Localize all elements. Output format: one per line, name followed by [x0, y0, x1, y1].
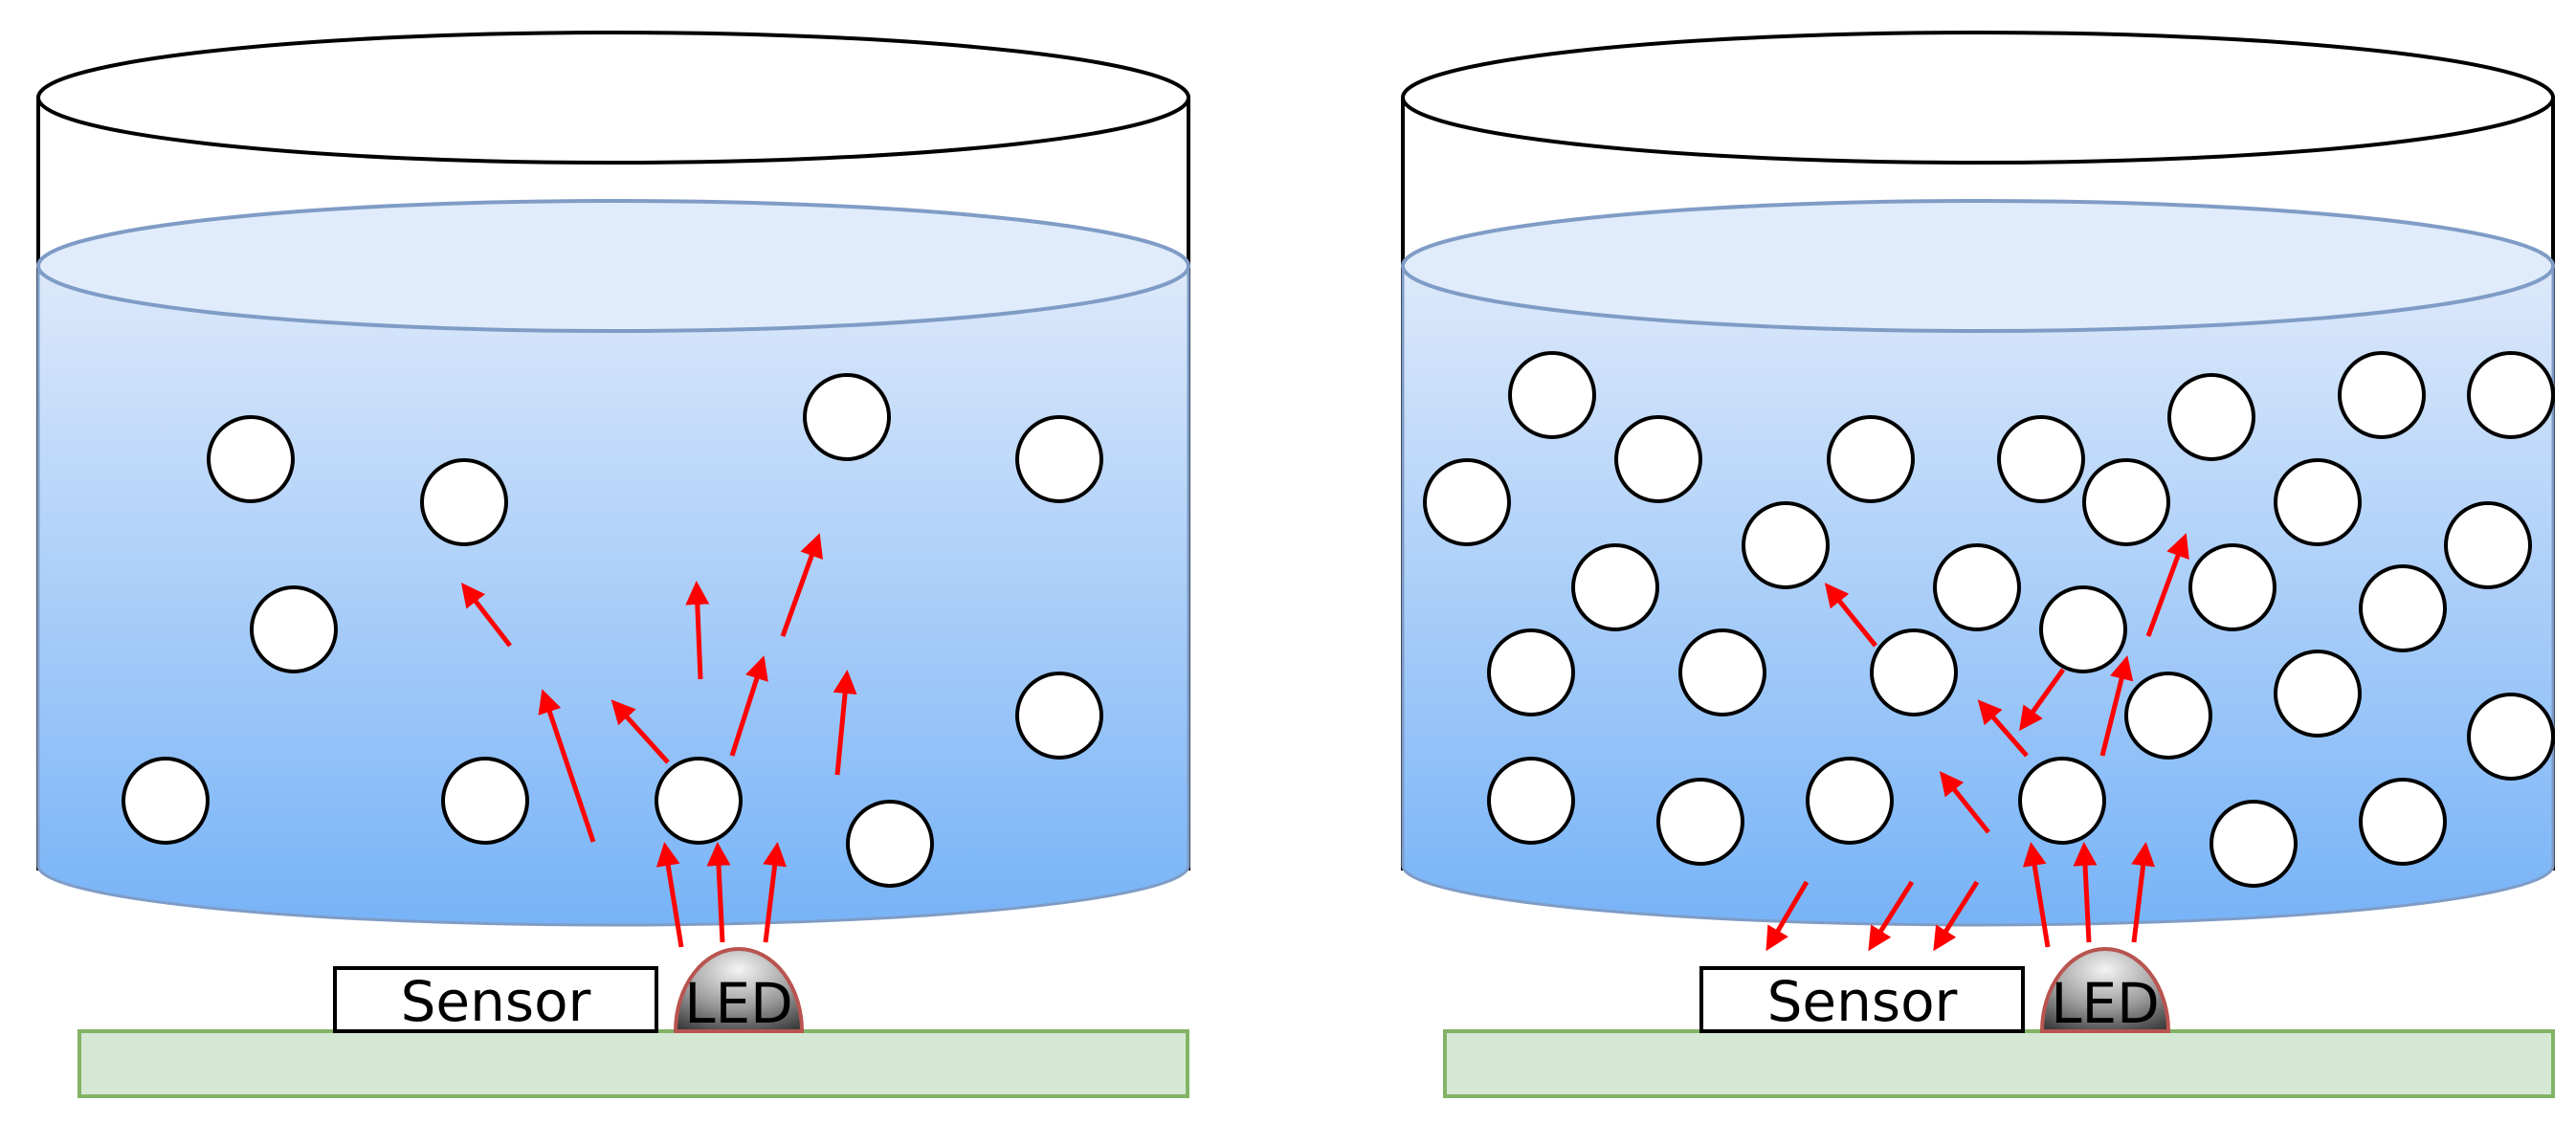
particle	[1806, 757, 1894, 845]
light-ray-arrow	[538, 689, 596, 843]
light-ray-arrow	[1977, 699, 2029, 758]
particle	[1656, 778, 1744, 866]
light-ray-arrow	[1939, 771, 1990, 834]
beaker-rim-left	[36, 31, 1190, 165]
light-ray-arrow	[780, 533, 824, 637]
particle	[2018, 757, 2106, 845]
panel-right: Sensor LED	[1401, 31, 2555, 1098]
light-ray-arrow	[833, 670, 857, 776]
particle	[207, 415, 295, 503]
light-ray-arrow	[2131, 842, 2156, 943]
particle	[1571, 543, 1659, 631]
particle	[2124, 672, 2212, 760]
light-ray-arrow	[706, 842, 731, 943]
light-ray-arrow	[460, 583, 512, 648]
led-dome	[673, 947, 805, 1033]
particle	[1678, 628, 1766, 716]
light-ray-arrow	[1824, 583, 1877, 648]
particle	[2359, 778, 2447, 866]
light-rays-left	[460, 533, 857, 948]
particle	[2338, 351, 2426, 439]
particle	[655, 757, 743, 845]
light-ray-arrow	[763, 842, 788, 943]
particle	[2467, 693, 2555, 781]
sensor-box	[1699, 966, 2025, 1033]
light-ray-arrow	[1765, 880, 1810, 952]
beaker-rim-right	[1401, 31, 2555, 165]
particle	[1870, 628, 1958, 716]
circuit-board-right	[1443, 1029, 2555, 1098]
sensor-right: Sensor	[1699, 966, 2025, 1034]
sensor-left: Sensor	[333, 966, 658, 1034]
led-label: LED	[684, 971, 793, 1036]
particles-right	[1423, 351, 2555, 888]
particle	[2359, 564, 2447, 652]
particle	[803, 373, 891, 461]
particle	[250, 585, 338, 673]
light-ray-arrow	[685, 581, 710, 680]
led-dome	[2039, 947, 2171, 1033]
particle	[2082, 458, 2170, 546]
light-ray-arrow	[1868, 880, 1915, 952]
led-left: LED	[673, 947, 805, 1036]
circuit-board-left	[78, 1029, 1189, 1098]
particle	[420, 458, 508, 546]
light-ray-arrow	[2073, 842, 2098, 943]
light-rays-right	[1765, 533, 2189, 952]
particle	[2039, 585, 2127, 673]
particle	[1508, 351, 1596, 439]
particle	[122, 757, 210, 845]
light-ray-arrow	[611, 699, 670, 764]
particle	[1487, 628, 1575, 716]
light-ray-arrow	[2099, 655, 2134, 757]
particle	[1933, 543, 2021, 631]
particles-left	[122, 373, 1103, 888]
particle	[2274, 458, 2362, 546]
particle	[2274, 650, 2362, 738]
light-ray-arrow	[2019, 668, 2066, 732]
particle	[1614, 415, 1702, 503]
led-label: LED	[2051, 971, 2160, 1036]
light-ray-arrow	[2145, 533, 2189, 637]
particle	[441, 757, 529, 845]
liquid-left	[36, 199, 1190, 927]
particle	[2444, 501, 2532, 589]
particle	[2188, 543, 2276, 631]
light-ray-arrow	[2022, 842, 2051, 948]
particle	[1827, 415, 1915, 503]
particle	[1997, 415, 2085, 503]
light-ray-arrow	[1933, 880, 1980, 952]
particle	[846, 800, 934, 888]
sensor-label: Sensor	[401, 969, 591, 1034]
light-ray-arrow	[729, 655, 768, 757]
panel-left: Sensor LED	[36, 31, 1190, 1098]
particle	[1015, 415, 1103, 503]
particle	[1423, 458, 1511, 546]
particle	[1015, 672, 1103, 760]
light-ray-arrow	[655, 842, 684, 948]
particle	[2210, 800, 2298, 888]
sensor-label: Sensor	[1767, 969, 1958, 1034]
led-right: LED	[2039, 947, 2171, 1036]
sensor-box	[333, 966, 658, 1033]
particle	[2467, 351, 2555, 439]
particle	[1487, 757, 1575, 845]
particle	[1742, 501, 1830, 589]
particle	[2167, 373, 2255, 461]
